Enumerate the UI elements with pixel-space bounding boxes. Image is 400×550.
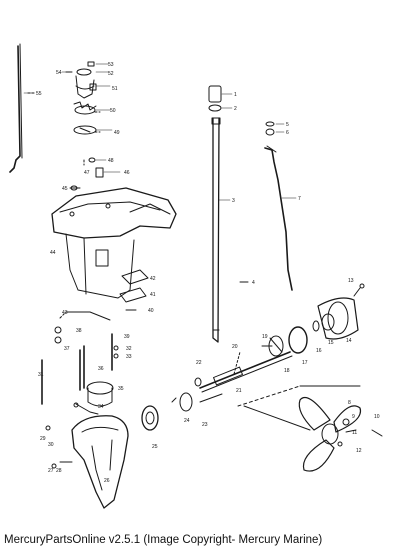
part-number: 38 — [76, 328, 82, 334]
part-number: 12 — [356, 448, 362, 454]
part-number: 15 — [328, 340, 334, 346]
bearing-carrier — [312, 283, 365, 340]
part-number: 34 — [98, 404, 104, 410]
part-number: 19 — [262, 334, 268, 340]
part-number: 51 — [112, 86, 118, 92]
part-number: 3 — [232, 198, 235, 204]
part-number: 2 — [234, 106, 237, 112]
shift-shaft — [264, 145, 293, 291]
part-number: 27 — [48, 468, 54, 474]
part-number: 26 — [104, 478, 110, 484]
part-number: 9 — [352, 414, 355, 420]
part-number: 54 — [56, 70, 62, 76]
part-number: 29 — [40, 436, 46, 442]
part-number: 49 — [114, 130, 120, 136]
driveshaft — [208, 85, 222, 343]
water-pump-stack — [65, 61, 101, 135]
part-number: 33 — [126, 354, 132, 360]
part-number: 20 — [232, 344, 238, 350]
part-number: 13 — [348, 278, 354, 284]
part-number: 10 — [374, 414, 380, 420]
image-caption: MercuryPartsOnline v2.5.1 (Image Copyrig… — [4, 534, 323, 546]
part-number: 17 — [302, 360, 308, 366]
pinion-parts — [171, 377, 223, 412]
part-number: 16 — [316, 348, 322, 354]
part-number: 8 — [348, 400, 351, 406]
propeller-shaft — [199, 351, 293, 393]
housing-small-parts — [69, 157, 104, 191]
part-number: 40 — [148, 308, 154, 314]
part-number: 4 — [252, 280, 255, 286]
propeller-outline — [237, 385, 361, 431]
part-number-labels: 1 2 3 4 5 6 7 8 9 10 11 12 13 14 15 16 1… — [36, 62, 380, 484]
part-number: 48 — [108, 158, 114, 164]
part-number: 39 — [124, 334, 130, 340]
leader-lines — [23, 63, 297, 201]
part-number: 6 — [286, 130, 289, 136]
part-number: 14 — [346, 338, 352, 344]
part-number: 43 — [62, 310, 68, 316]
part-number: 47 — [84, 170, 90, 176]
reverse-gear — [141, 405, 159, 431]
part-number: 1 — [234, 92, 237, 98]
part-number: 52 — [108, 71, 114, 77]
part-number: 53 — [108, 62, 114, 68]
part-number: 11 — [352, 430, 357, 436]
part-number: 45 — [62, 186, 68, 192]
studs-and-bolts — [41, 326, 119, 405]
part-number: 32 — [126, 346, 132, 352]
propeller — [298, 396, 383, 472]
part-number: 31 — [38, 372, 44, 378]
part-number: 35 — [118, 386, 124, 392]
part-number: 41 — [150, 292, 156, 298]
part-number: 44 — [50, 250, 56, 256]
part-number: 18 — [284, 368, 290, 374]
part-number: 30 — [48, 442, 54, 448]
part-number: 23 — [202, 422, 208, 428]
part-number: 22 — [196, 360, 202, 366]
rod-washers — [265, 121, 275, 136]
plate-parts — [59, 269, 149, 321]
part-number: 37 — [64, 346, 70, 352]
part-number: 25 — [152, 444, 158, 450]
part-number: 24 — [184, 418, 190, 424]
shift-rod — [9, 43, 35, 173]
part-number: 50 — [110, 108, 116, 114]
part-number: 28 — [56, 468, 62, 474]
forward-gear-group — [261, 326, 308, 357]
gear-housing — [45, 415, 129, 509]
part-number: 5 — [286, 122, 289, 128]
part-number: 21 — [236, 388, 242, 394]
driveshaft-housing — [51, 187, 177, 299]
part-number: 36 — [98, 366, 104, 372]
part-number: 7 — [298, 196, 301, 202]
pump-base — [73, 381, 114, 415]
exploded-parts-diagram: 1 2 3 4 5 6 7 8 9 10 11 12 13 14 15 16 1… — [9, 43, 383, 509]
part-number: 42 — [150, 276, 156, 282]
part-number: 55 — [36, 91, 42, 97]
part-number: 46 — [124, 170, 130, 176]
